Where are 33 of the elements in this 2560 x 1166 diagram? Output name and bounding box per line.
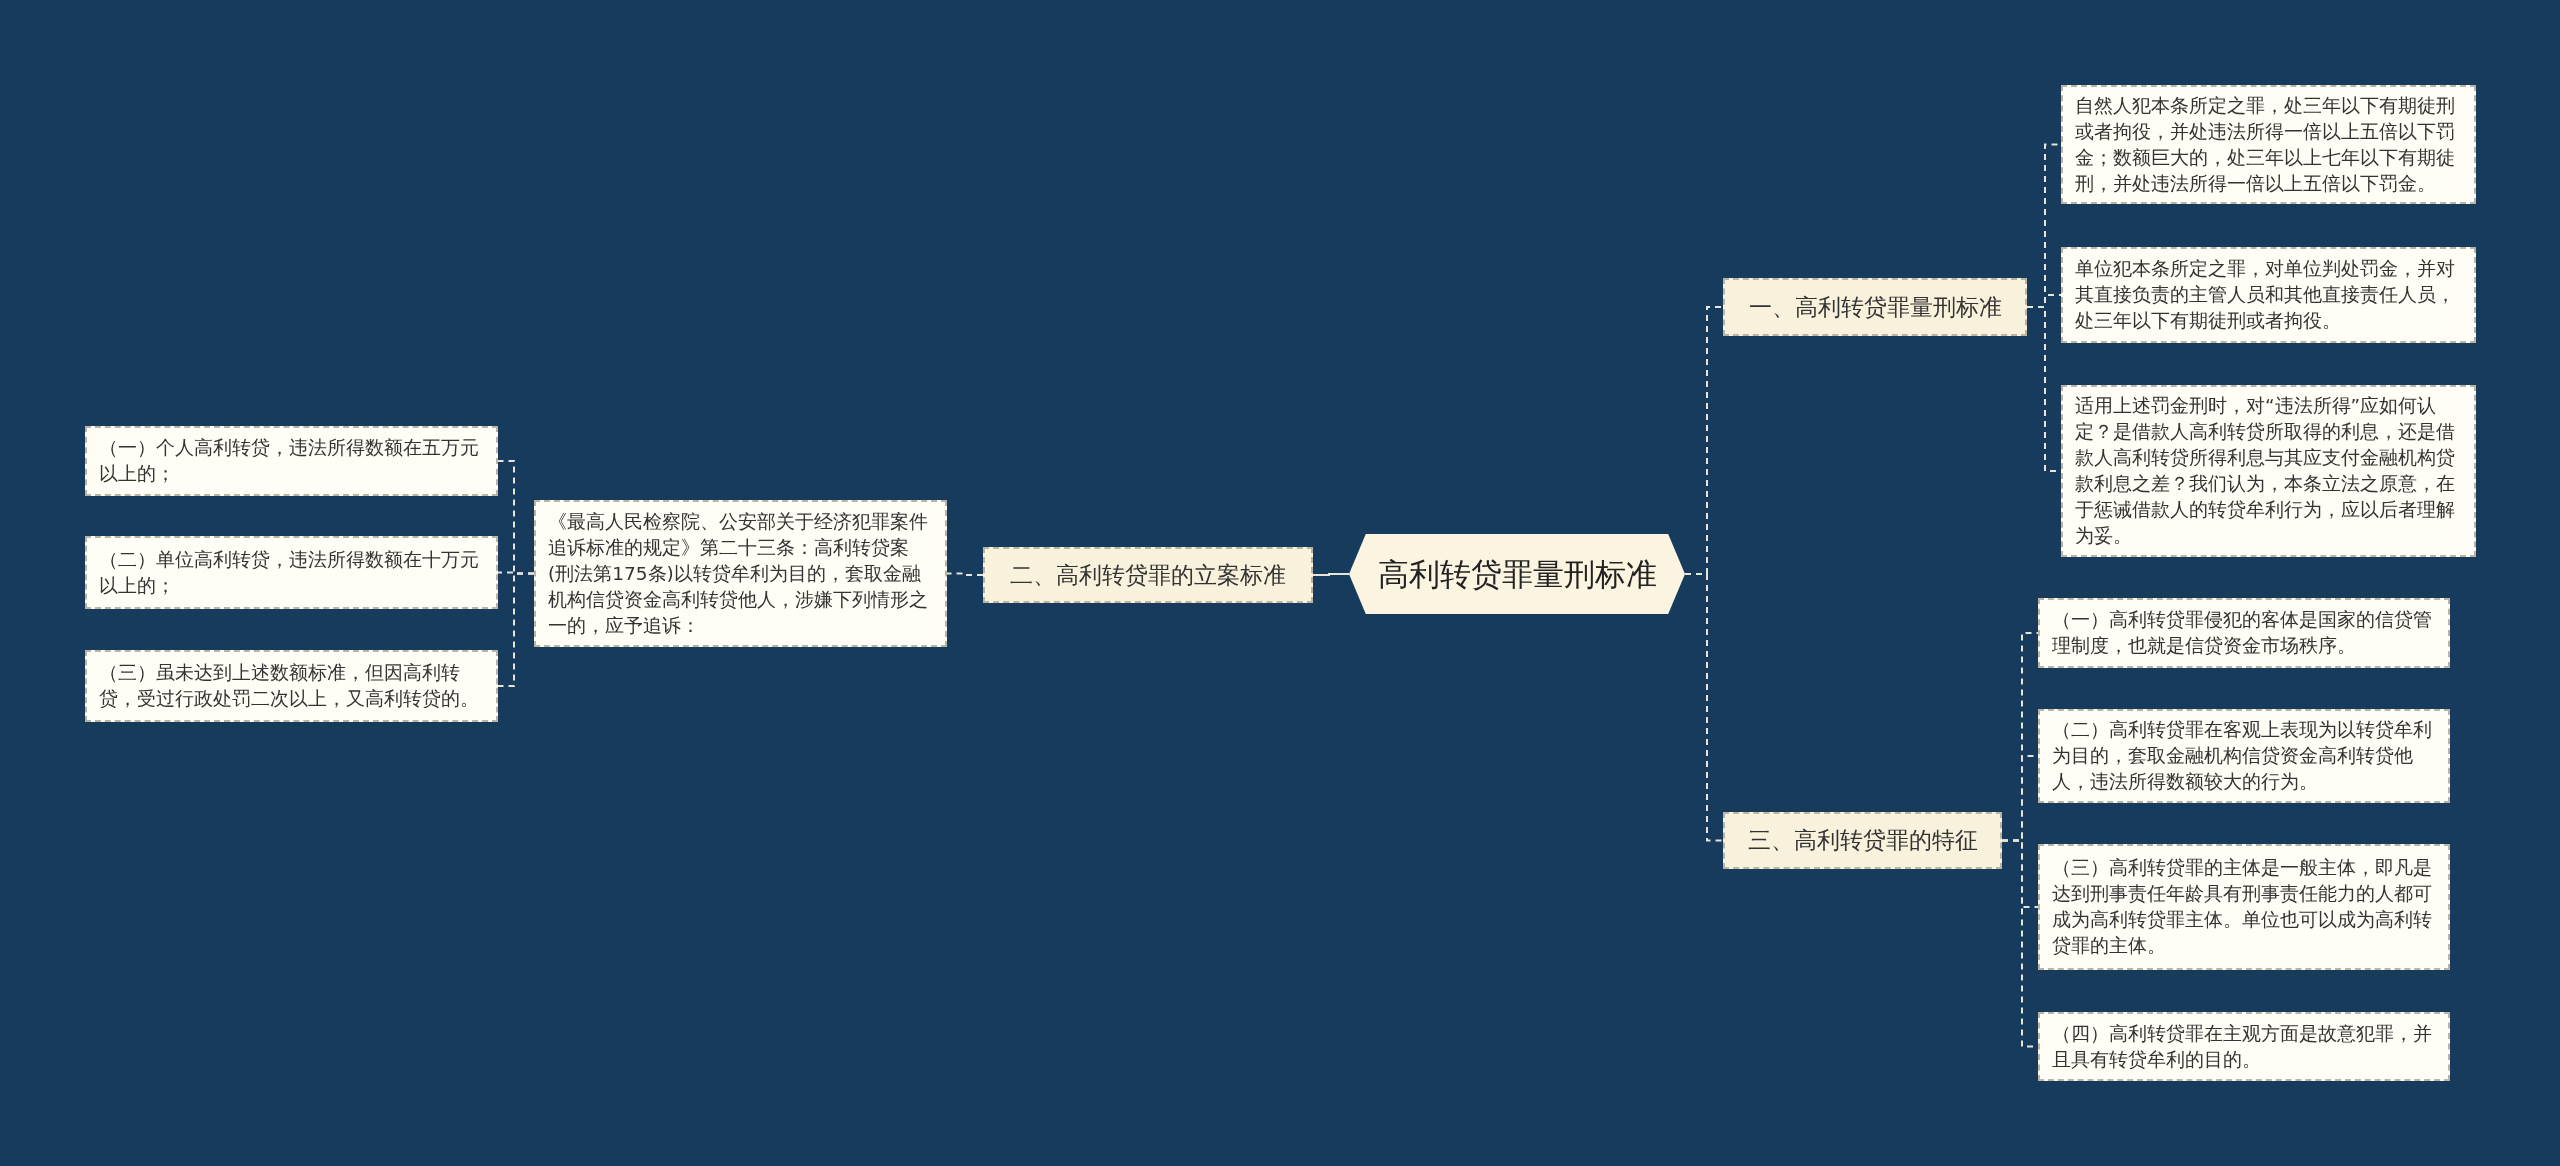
note-box xyxy=(2038,598,2450,668)
note-text: （一）高利转贷罪侵犯的客体是国家的信贷管理制度，也就是信贷资金市场秩序。 xyxy=(2052,608,2433,658)
topic-label: 高利转贷罪量刑标准 xyxy=(1377,554,1657,594)
note-box xyxy=(2061,85,2476,204)
note-box xyxy=(2061,385,2476,557)
connector-line xyxy=(1312,573,1350,576)
topic-box xyxy=(1723,278,2027,336)
topic-box xyxy=(1723,812,2002,869)
note-box xyxy=(2038,844,2450,970)
note-box xyxy=(534,500,947,647)
note-text: （一）个人高利转贷，违法所得数额在五万元以上的； xyxy=(99,436,480,486)
connector-line xyxy=(497,572,535,687)
note-box xyxy=(2061,247,2476,343)
note-text: 《最高人民检察院、公安部关于经济犯罪案件追诉标准的规定》第二十三条：高利转贷案(刑法第175条)以转贷牟利为目的，套取金融机构信贷资金高利转贷他人，涉嫌下列情形之一的，应予追诉： xyxy=(548,509,929,638)
note-box xyxy=(85,426,498,496)
note-text: （三）虽未达到上述数额标准，但因高利转贷，受过行政处罚二次以上，又高利转贷的。 xyxy=(99,661,480,711)
connector-line xyxy=(946,572,984,576)
connector-line xyxy=(1684,573,1724,842)
note-box xyxy=(85,650,498,722)
topic-label: 三、高利转贷罪的特征 xyxy=(1747,826,1978,856)
note-text: （二）单位高利转贷，违法所得数额在十万元以上的； xyxy=(99,547,480,598)
topic-label: 二、高利转贷罪的立案标准 xyxy=(1010,560,1286,590)
topic-label: 一、高利转贷罪量刑标准 xyxy=(1748,292,2002,322)
topic-box xyxy=(983,547,1313,603)
note-text: 自然人犯本条所定之罪，处三年以下有期徒刑或者拘役，并处违法所得一倍以上五倍以下罚金；数额巨大的，处三年以上七年以下有期徒刑，并处违法所得一倍以上五倍以下罚金。 xyxy=(2075,93,2456,196)
note-text: （四）高利转贷罪在主观方面是故意犯罪，并且具有转贷牟利的目的。 xyxy=(2052,1021,2433,1072)
note-text: （二）高利转贷罪在客观上表现为以转贷牟利为目的，套取金融机构信贷资金高利转贷他人，违法所得数额较大的行为。 xyxy=(2052,718,2433,794)
note-text: （三）高利转贷罪的主体是一般主体，即凡是达到刑事责任年龄具有刑事责任能力的人都可成为高利转贷罪主体。单位也可以成为高利转贷罪的主体。 xyxy=(2052,856,2433,958)
note-box xyxy=(2038,709,2450,803)
note-text: 单位犯本条所定之罪，对单位判处罚金，并对其直接负责的主管人员和其他直接责任人员，处三年以下有期徒刑或者拘役。 xyxy=(2075,257,2456,333)
note-text: 适用上述罚金刑时，对“违法所得”应如何认定？是借款人高利转贷所取得的利息，还是借款人高利转贷所得利息与其应支付金融机构贷款利息之差？我们认为，本条立法之原意，在于惩诫借款人的转贷牟利行为，应以后者理解为妥。 xyxy=(2075,394,2456,548)
note-box xyxy=(85,536,498,609)
note-box xyxy=(2038,1012,2450,1081)
